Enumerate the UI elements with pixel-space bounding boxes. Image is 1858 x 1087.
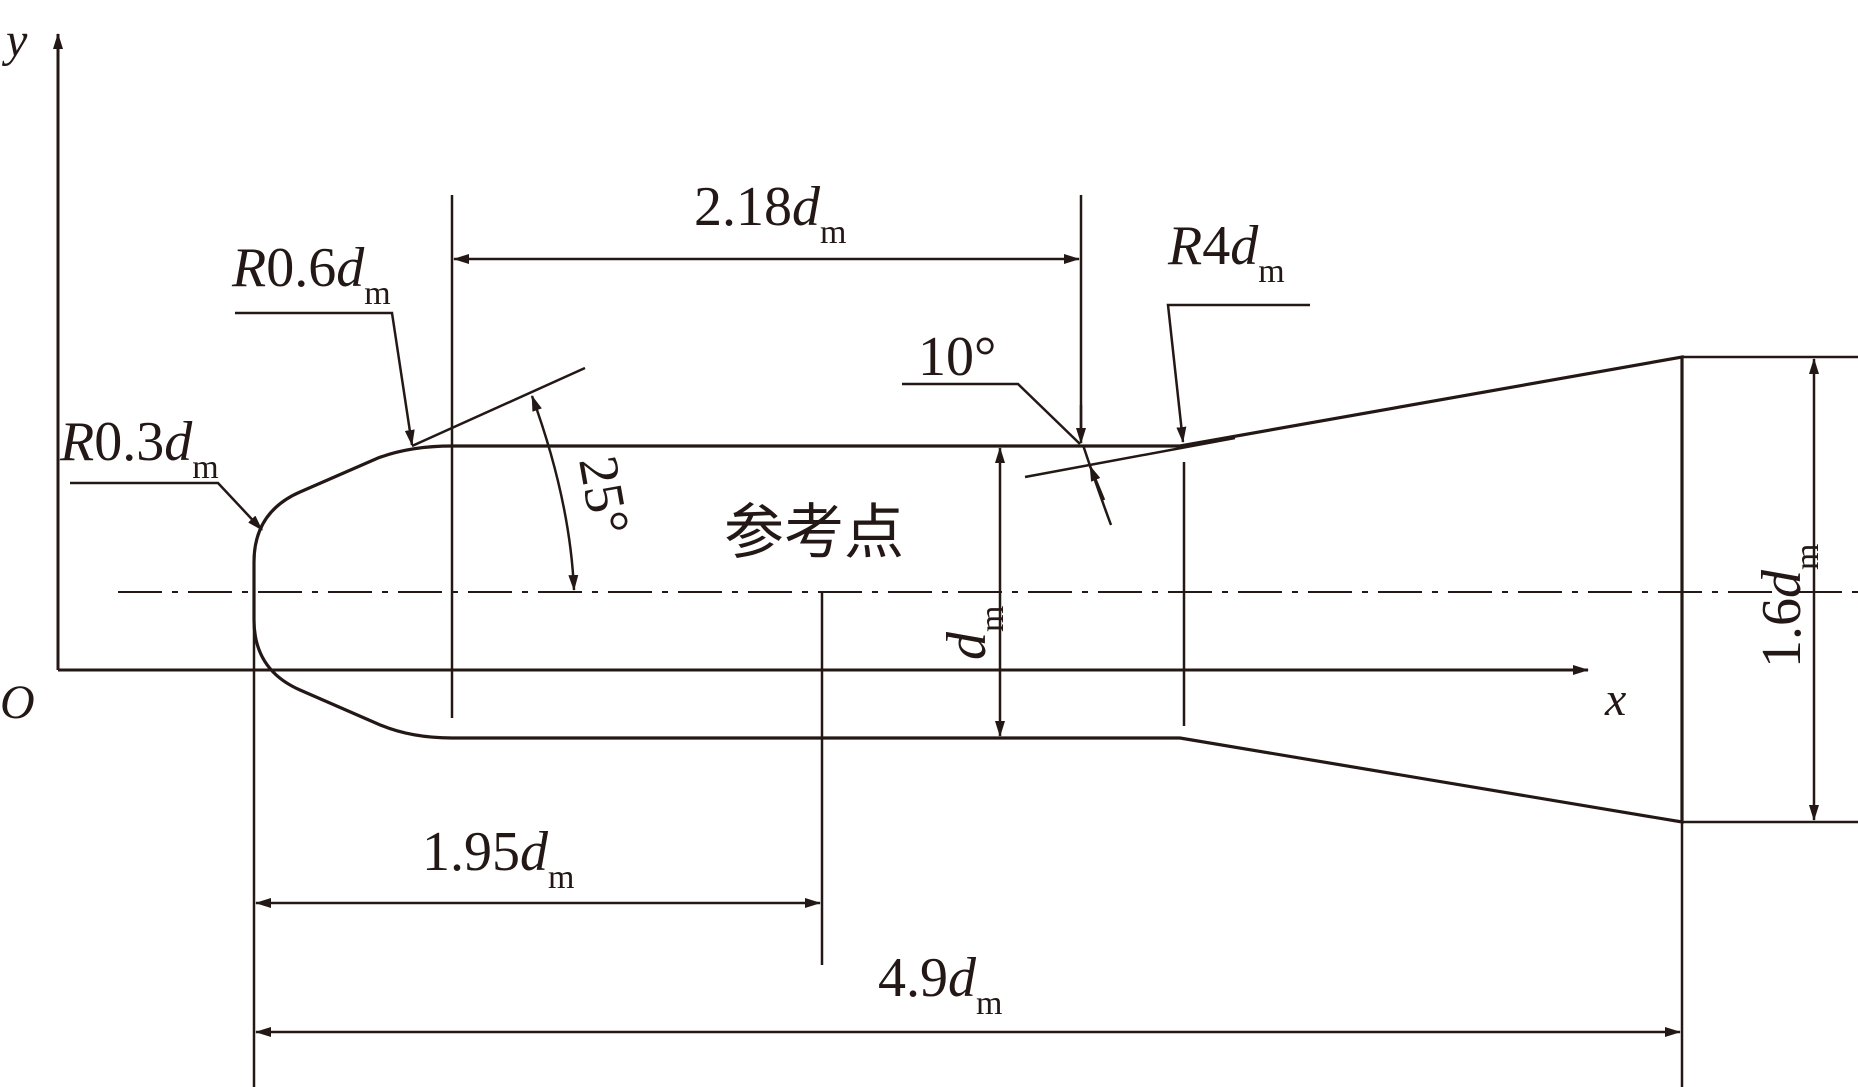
tail-angle-label: 10°: [918, 326, 996, 388]
tail-angle-leader: [902, 382, 1081, 445]
body-length-label: 2.18dm: [694, 176, 846, 251]
nose-tangent-line: [411, 366, 586, 448]
ref-distance-label: 1.95dm: [422, 821, 574, 896]
tail-tangent-line: [1024, 436, 1236, 479]
reference-point-label: 参考点: [724, 498, 904, 568]
tail-angle-arrow-bottom: [1088, 465, 1106, 501]
nose-angle-arc: [530, 395, 579, 591]
tail-diameter-label: 1.6dm: [1751, 544, 1826, 668]
nose-radius-leader: [70, 481, 263, 531]
missile-outline: [252, 355, 1684, 824]
tail-radius-label: R4dm: [1167, 215, 1285, 290]
tail-angle-arc: [1081, 444, 1113, 526]
tail-radius-leader: [1166, 303, 1310, 443]
origin-label: O: [0, 676, 35, 729]
shoulder-radius-leader: [235, 311, 415, 446]
shoulder-radius-label: R0.6dm: [231, 237, 391, 312]
y-axis-label: y: [1, 14, 28, 67]
nose-radius-label: R0.3dm: [59, 411, 219, 486]
body-diameter-label: dm: [936, 606, 1011, 660]
total-length-label: 4.9dm: [878, 947, 1002, 1022]
x-axis-label: x: [1604, 673, 1626, 726]
nose-angle-label: 25°: [566, 451, 641, 539]
